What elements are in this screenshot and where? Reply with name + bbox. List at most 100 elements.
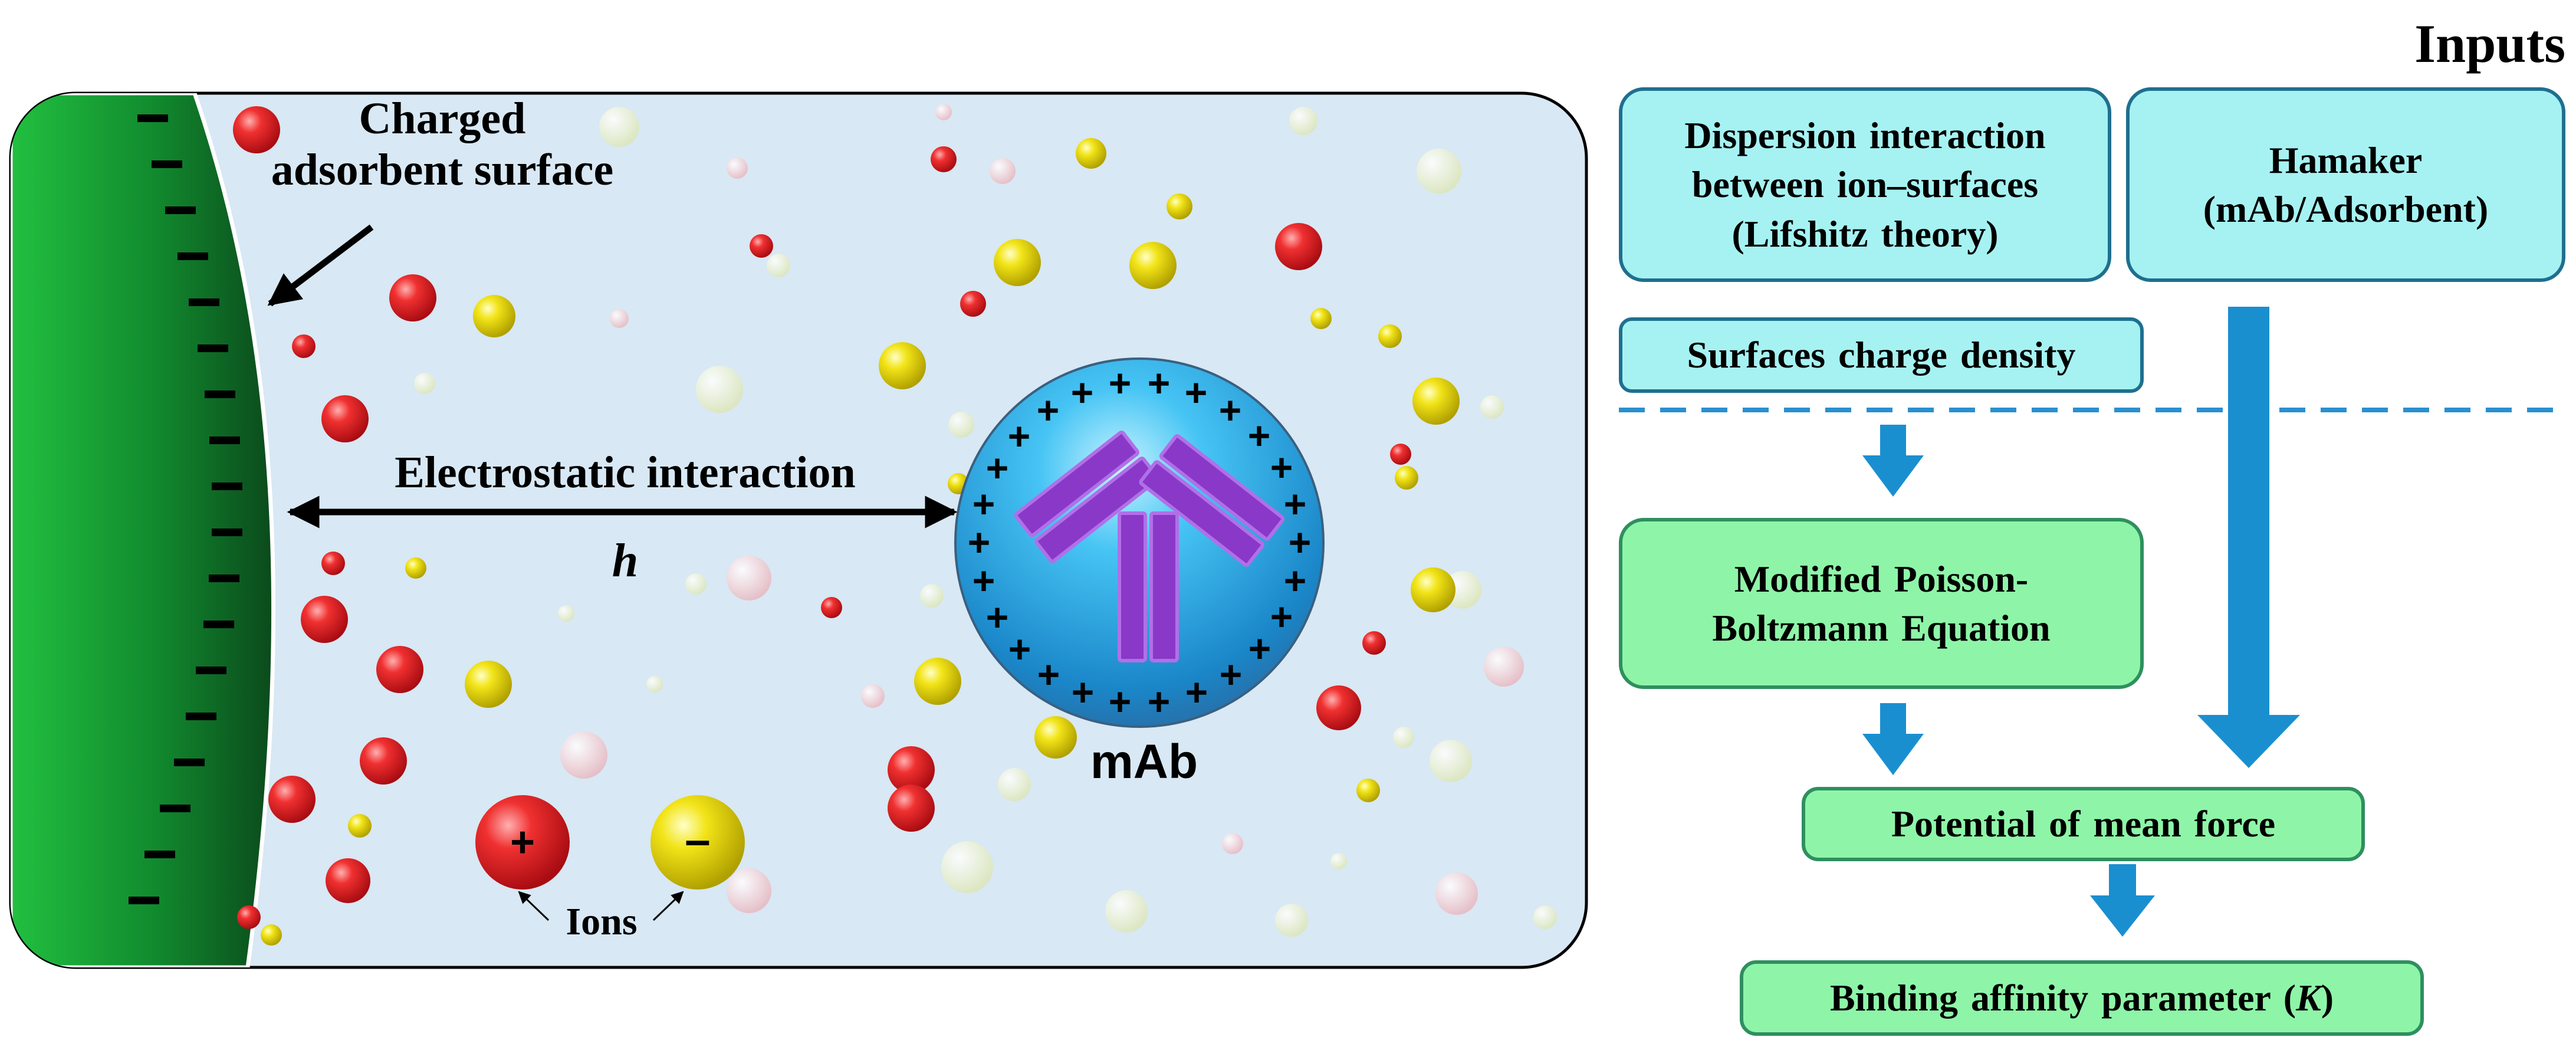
background-ion	[767, 254, 790, 277]
affinity-box: Binding affinity parameter (K)	[1740, 960, 2424, 1036]
anion	[1129, 242, 1177, 289]
ions-label: Ions	[566, 900, 638, 943]
anion	[1076, 138, 1106, 169]
background-ion	[727, 157, 748, 179]
ions-pointer-right	[652, 891, 684, 921]
anion	[405, 557, 426, 579]
cation	[233, 106, 280, 153]
mab-plus-sign: +	[986, 595, 1009, 639]
inputs-heading: Inputs	[2414, 14, 2565, 74]
anion	[348, 814, 372, 838]
cation	[268, 776, 316, 823]
surface-minus-sign	[178, 252, 208, 260]
anion	[1395, 466, 1418, 490]
background-ion	[948, 412, 974, 438]
background-ion	[558, 605, 574, 622]
surface-pointer-arrow	[267, 224, 374, 307]
mab-plus-sign: +	[1248, 414, 1271, 457]
cation	[301, 596, 348, 643]
mab-plus-sign: +	[1185, 370, 1208, 414]
cation	[321, 552, 345, 575]
dispersion-text: Dispersion interaction between ion–surfa…	[1684, 114, 2046, 255]
cation	[1275, 223, 1322, 270]
legend-cation-sign: +	[510, 819, 535, 866]
mab-plus-sign: +	[1008, 627, 1031, 671]
cation	[326, 858, 370, 903]
ions-cloud	[233, 106, 1460, 946]
mab-plus-sign: +	[1071, 370, 1094, 414]
mab-plus-sign: +	[972, 482, 995, 526]
background-ion	[1435, 872, 1478, 915]
cation	[750, 234, 773, 258]
background-ion	[998, 768, 1031, 801]
mab-plus-sign: +	[1284, 482, 1307, 526]
surface-minus-sign	[209, 437, 240, 444]
surface-minus-sign	[198, 344, 228, 352]
cation	[931, 146, 957, 172]
background-ion	[861, 684, 885, 708]
mab-plus-sign: +	[1008, 414, 1031, 458]
background-ion	[1330, 853, 1347, 869]
surface-minus-sign	[196, 667, 226, 674]
surface-minus-sign	[189, 298, 219, 306]
anion	[261, 924, 282, 946]
background-ion	[1275, 904, 1308, 937]
arrow-to-poisson	[1862, 425, 1924, 497]
cation	[821, 597, 842, 618]
anion	[1356, 779, 1380, 802]
mab-plus-sign: +	[1219, 388, 1242, 432]
background-ion	[1480, 395, 1504, 419]
background-ion	[696, 366, 743, 413]
background-ion	[920, 584, 944, 608]
anion	[1412, 378, 1460, 425]
mab-plus-sign: +	[1148, 361, 1171, 405]
background-ion	[727, 556, 771, 600]
legend-anion-sign: –	[685, 813, 710, 865]
surface-minus-sign	[129, 897, 159, 904]
cation	[1316, 685, 1361, 730]
background-ion	[990, 158, 1016, 184]
mab-plus-sign: +	[1072, 670, 1095, 714]
cation	[960, 291, 986, 317]
anion	[1378, 324, 1402, 348]
surface-minus-sign	[212, 483, 242, 490]
hamaker-box: Hamaker (mAb/Adsorbent)	[2126, 87, 2565, 282]
cation	[1390, 444, 1411, 465]
mab-plus-sign: +	[1109, 361, 1132, 405]
affinity-symbol: K	[2296, 977, 2321, 1019]
background-ion	[610, 309, 629, 328]
background-ion	[1533, 905, 1557, 929]
surface-minus-sign	[205, 390, 235, 398]
background-ion	[941, 841, 993, 893]
mab-plus-sign: +	[1037, 652, 1060, 696]
charge-density-text: Surfaces charge density	[1687, 334, 2076, 376]
surface-minus-sign	[174, 759, 205, 766]
mab-plus-sign: +	[1148, 680, 1171, 723]
arrow-to-affinity	[2090, 864, 2155, 937]
anion	[465, 661, 512, 708]
background-ion	[1430, 740, 1472, 782]
surface-minus-sign	[144, 851, 175, 858]
mab-plus-sign: +	[1270, 595, 1293, 638]
mab-plus-sign: +	[968, 520, 991, 564]
charge-density-box: Surfaces charge density	[1619, 317, 2144, 393]
arrow-to-pmf	[1862, 703, 1924, 775]
electrostatic-label: Electrostatic interaction	[395, 448, 856, 497]
cation	[888, 785, 935, 832]
poisson-text: Modified Poisson- Boltzmann Equation	[1712, 557, 2051, 649]
surface-minus-sign	[152, 160, 182, 168]
surface-charges	[129, 114, 242, 904]
mab-plus-sign: +	[1185, 670, 1208, 714]
anion	[1167, 193, 1192, 219]
poisson-box: Modified Poisson- Boltzmann Equation	[1619, 518, 2144, 689]
mab-surface-charges: ++++++++++++++++++++++++++	[968, 361, 1312, 723]
background-ion	[560, 731, 607, 779]
surface-minus-sign	[209, 575, 239, 582]
hamaker-text: Hamaker (mAb/Adsorbent)	[2203, 139, 2489, 230]
background-ion	[646, 676, 663, 693]
mab-plus-sign: +	[1270, 445, 1293, 489]
arrow-hamaker-to-pmf	[2197, 307, 2300, 768]
dispersion-box: Dispersion interaction between ion–surfa…	[1619, 87, 2111, 282]
mab-label: mAb	[1090, 735, 1198, 789]
